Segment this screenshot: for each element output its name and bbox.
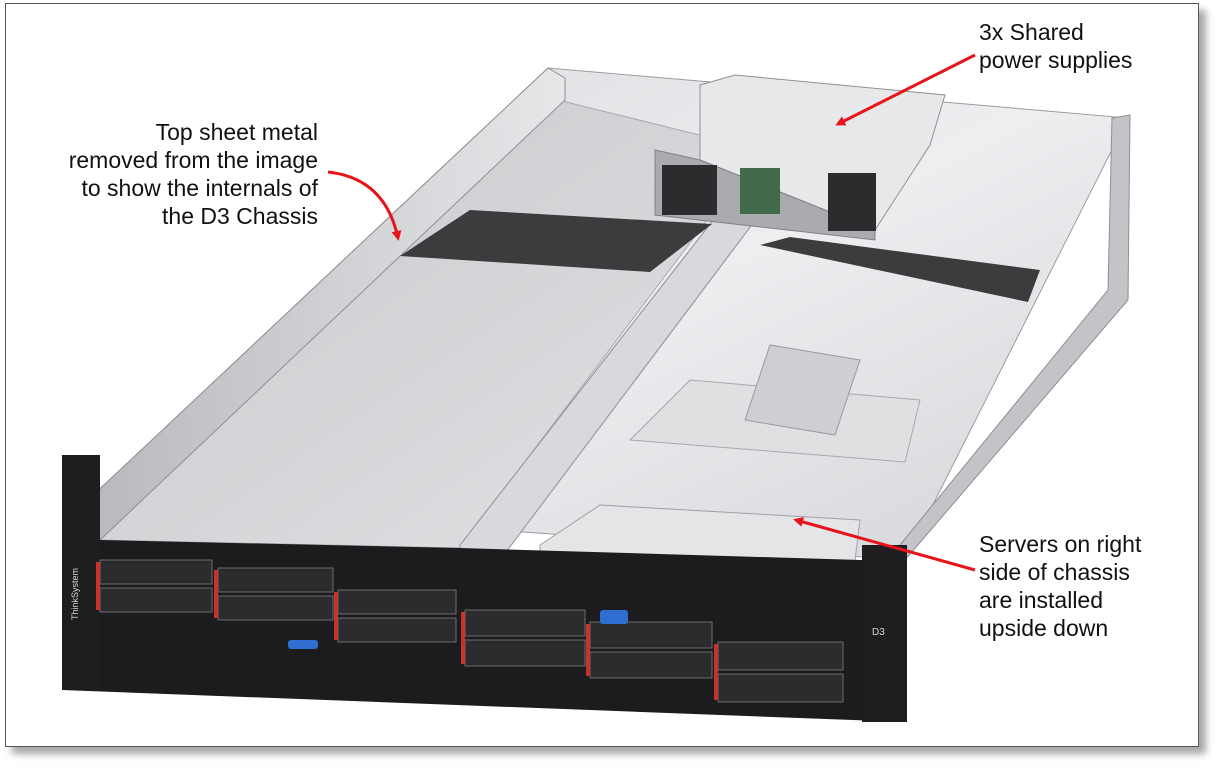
callout-line: removed from the image (68, 147, 318, 173)
callout-line: are installed (979, 587, 1104, 613)
left-rack-ear (62, 455, 100, 690)
psu-connector-right (828, 173, 876, 231)
callout-line: Servers on right (979, 531, 1142, 557)
psu-connector-left (662, 165, 717, 215)
callout-line: upside down (979, 615, 1109, 641)
callout-top-sheet: Top sheet metal removed from the image t… (69, 118, 318, 230)
callout-line: side of chassis (979, 559, 1130, 585)
arrow-servers (793, 517, 976, 572)
right-bay-mount (744, 344, 861, 436)
drive-latches (96, 562, 718, 700)
drive-bays-right (464, 609, 844, 703)
callout-line: 3x Shared (979, 19, 1084, 45)
callout-line: Top sheet metal (155, 119, 318, 145)
callout-line: the D3 Chassis (162, 203, 318, 229)
model-tag: D3 (872, 627, 885, 638)
arrow-top-sheet (327, 170, 402, 241)
callout-line: power supplies (979, 47, 1133, 73)
release-tab-right (600, 610, 628, 624)
release-tab-left (288, 640, 318, 649)
brand-plate: ThinkSystem (70, 568, 80, 620)
arrow-power-supplies (835, 53, 976, 126)
callout-power-supplies: 3x Shared power supplies (979, 18, 1132, 74)
callout-line: to show the internals of (81, 175, 318, 201)
right-film-strip (760, 237, 1040, 302)
left-film-strip (400, 210, 712, 272)
callout-servers-right: Servers on right side of chassis are ins… (979, 530, 1141, 642)
psu-connector-mid (740, 168, 780, 214)
right-rack-ear (862, 545, 907, 722)
drive-bays-left (99, 559, 457, 643)
